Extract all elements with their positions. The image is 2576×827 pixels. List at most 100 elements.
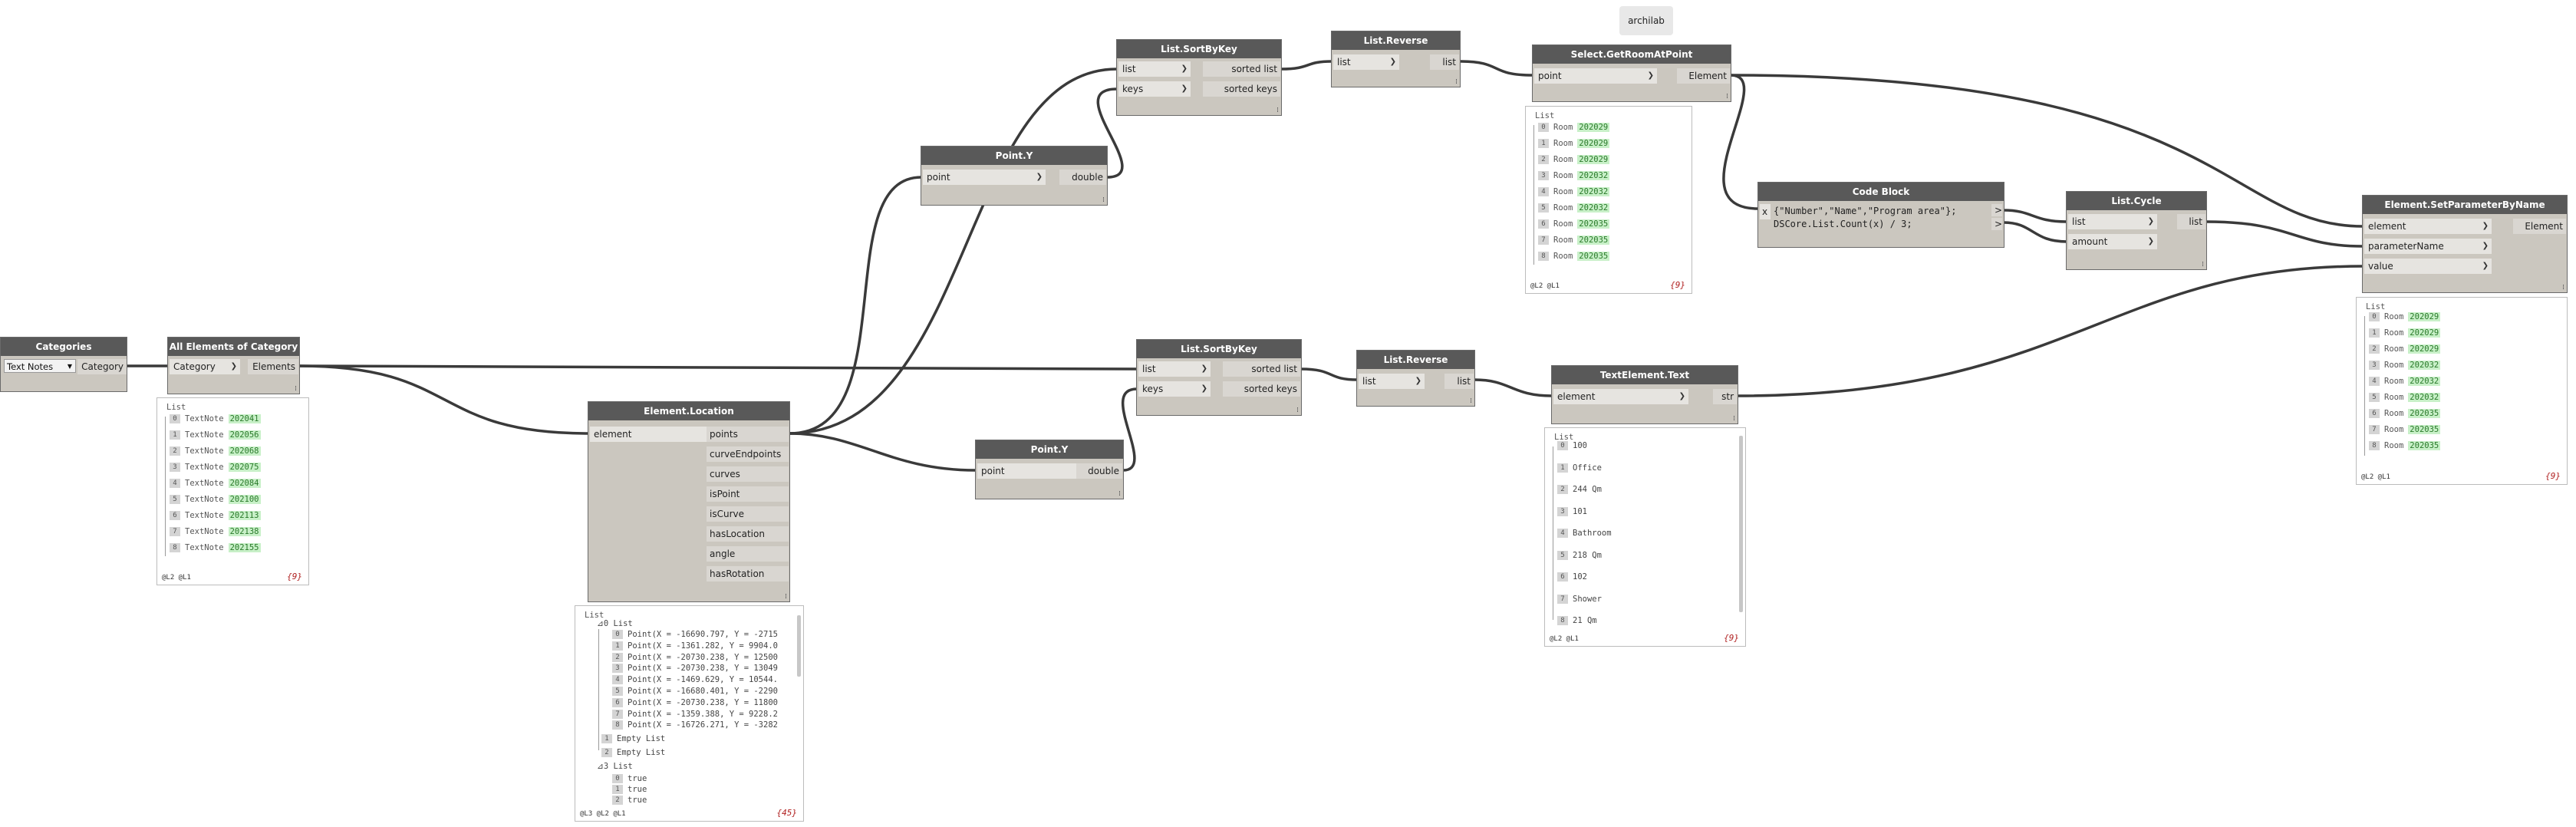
output-port-category[interactable]: Category — [77, 359, 127, 374]
element-id[interactable]: 202035 — [1577, 252, 1610, 261]
input-port-list[interactable]: list❯ — [1359, 374, 1425, 389]
node-textelement-text[interactable]: TextElement.Text element❯ str ⁞ — [1551, 365, 1738, 424]
element-id[interactable]: 202032 — [1577, 203, 1610, 213]
node-list-cycle[interactable]: List.Cycle list❯ amount❯ list ⁞ — [2066, 191, 2207, 270]
element-id[interactable]: 202035 — [1577, 219, 1610, 229]
output-port-sorted-list[interactable]: sorted list — [1203, 61, 1280, 77]
node-element-setparameterbyname[interactable]: Element.SetParameterByName element❯ para… — [2362, 195, 2568, 293]
element-id[interactable]: 202035 — [1577, 236, 1610, 245]
output-port-element[interactable]: Element — [2513, 219, 2566, 234]
element-id[interactable]: 202032 — [2408, 377, 2441, 386]
input-port-list[interactable]: list❯ — [1118, 61, 1191, 77]
element-id[interactable]: 202029 — [1577, 123, 1610, 132]
output-port-1[interactable]: > — [1991, 204, 2002, 216]
output-port-sorted-keys[interactable]: sorted keys — [1203, 81, 1280, 97]
input-port-list[interactable]: list❯ — [1138, 361, 1211, 377]
output-port-element[interactable]: Element — [1677, 68, 1730, 84]
input-port-element[interactable]: element❯ — [1553, 389, 1688, 404]
input-port-value[interactable]: value❯ — [2364, 259, 2492, 274]
output-port-curveendpoints[interactable]: curveEndpoints — [707, 446, 789, 462]
element-id[interactable]: 202029 — [2408, 344, 2441, 354]
element-id[interactable]: 202035 — [2408, 409, 2441, 418]
code-line-2[interactable]: DSCore.List.Count(x) / 3; — [1774, 219, 1912, 229]
lacing-icon[interactable]: ⁞ — [2202, 261, 2204, 269]
element-id[interactable]: 202029 — [2408, 312, 2441, 321]
input-port-x[interactable]: x — [1760, 204, 1771, 219]
element-id[interactable]: 202068 — [228, 446, 261, 456]
input-port-element[interactable]: element❯ — [2364, 219, 2492, 234]
output-port-ispoint[interactable]: isPoint — [707, 486, 789, 502]
element-id[interactable]: 202155 — [228, 543, 261, 552]
output-port-2[interactable]: > — [1991, 218, 2002, 230]
node-list-reverse-top[interactable]: List.Reverse list❯ list ⁞ — [1331, 31, 1461, 87]
element-id[interactable]: 202138 — [228, 527, 261, 536]
code-line-1[interactable]: {"Number","Name","Program area"}; — [1774, 206, 1957, 216]
sublist-0[interactable]: ⊿0 List — [597, 619, 633, 628]
output-port-double[interactable]: double — [1059, 170, 1106, 185]
sublist-3[interactable]: ⊿3 List — [597, 762, 633, 771]
output-port-double[interactable]: double — [1076, 463, 1122, 479]
scrollbar[interactable] — [1739, 436, 1743, 612]
output-port-list[interactable]: list — [2177, 214, 2205, 229]
node-point-y-top[interactable]: Point.Y point❯ double ⁞ — [921, 146, 1108, 206]
output-port-str[interactable]: str — [1713, 389, 1737, 404]
input-port-keys[interactable]: keys❯ — [1138, 381, 1211, 397]
output-port-haslocation[interactable]: hasLocation — [707, 526, 789, 542]
node-select-getroomatpoint[interactable]: Select.GetRoomAtPoint point❯ Element ⁞ — [1532, 44, 1731, 102]
output-port-hasrotation[interactable]: hasRotation — [707, 566, 789, 582]
output-port-list[interactable]: list — [1430, 54, 1459, 70]
output-port-sorted-list[interactable]: sorted list — [1223, 361, 1300, 377]
lacing-icon[interactable]: ⁞ — [1118, 490, 1121, 498]
element-id[interactable]: 202084 — [228, 479, 261, 488]
input-port-parametername[interactable]: parameterName❯ — [2364, 239, 2492, 254]
input-port-list[interactable]: list❯ — [1333, 54, 1399, 70]
element-id[interactable]: 202035 — [2408, 441, 2441, 450]
node-list-sortbykey-top[interactable]: List.SortByKey list❯ keys❯ sorted list s… — [1116, 39, 1282, 116]
output-port-elements[interactable]: Elements — [248, 359, 298, 374]
node-categories[interactable]: Categories Text Notes ▼ Category — [0, 337, 127, 392]
element-id[interactable]: 202029 — [1577, 155, 1610, 164]
lacing-icon[interactable]: ⁞ — [785, 593, 787, 601]
lacing-icon[interactable]: ⁞ — [2562, 284, 2564, 292]
input-port-point[interactable]: point❯ — [1534, 68, 1657, 84]
lacing-icon[interactable]: ⁞ — [1733, 415, 1735, 423]
element-id[interactable]: 202032 — [1577, 187, 1610, 196]
node-list-reverse-bottom[interactable]: List.Reverse list❯ list ⁞ — [1356, 350, 1475, 407]
output-port-sorted-keys[interactable]: sorted keys — [1223, 381, 1300, 397]
element-id[interactable]: 202041 — [228, 414, 261, 423]
input-port-list[interactable]: list❯ — [2068, 214, 2157, 229]
element-id[interactable]: 202032 — [2408, 361, 2441, 370]
chevron-down-icon[interactable]: ▼ — [67, 363, 72, 370]
node-code-block[interactable]: Code Block x {"Number","Name","Program a… — [1757, 182, 2004, 248]
node-all-elements-of-category[interactable]: All Elements of Category Category❯ Eleme… — [167, 337, 300, 394]
element-id[interactable]: 202029 — [1577, 139, 1610, 148]
lacing-icon[interactable]: ⁞ — [1470, 397, 1472, 405]
node-point-y-bottom[interactable]: Point.Y point❯ double ⁞ — [975, 440, 1124, 499]
element-id[interactable]: 202035 — [2408, 425, 2441, 434]
input-port-amount[interactable]: amount❯ — [2068, 234, 2157, 249]
element-id[interactable]: 202032 — [1577, 171, 1610, 180]
node-element-location[interactable]: Element.Location element❯ pointscurveEnd… — [588, 401, 790, 602]
lacing-icon[interactable]: ⁞ — [1455, 78, 1458, 86]
scrollbar[interactable] — [797, 615, 801, 677]
output-port-iscurve[interactable]: isCurve — [707, 506, 789, 522]
output-port-curves[interactable]: curves — [707, 466, 789, 482]
category-dropdown[interactable]: Text Notes ▼ — [4, 359, 76, 373]
lacing-icon[interactable]: ⁞ — [1296, 407, 1299, 414]
input-port-category[interactable]: Category❯ — [170, 359, 240, 374]
input-port-point[interactable]: point❯ — [923, 170, 1046, 185]
node-list-sortbykey-bottom[interactable]: List.SortByKey list❯ keys❯ sorted list s… — [1136, 339, 1302, 416]
lacing-icon[interactable]: ⁞ — [1276, 107, 1279, 114]
output-port-points[interactable]: points — [707, 427, 789, 442]
element-id[interactable]: 202056 — [228, 430, 261, 440]
lacing-icon[interactable]: ⁞ — [295, 385, 297, 393]
element-id[interactable]: 202032 — [2408, 393, 2441, 402]
lacing-icon[interactable]: ⁞ — [1726, 93, 1728, 100]
element-id[interactable]: 202075 — [228, 463, 261, 472]
input-port-keys[interactable]: keys❯ — [1118, 81, 1191, 97]
